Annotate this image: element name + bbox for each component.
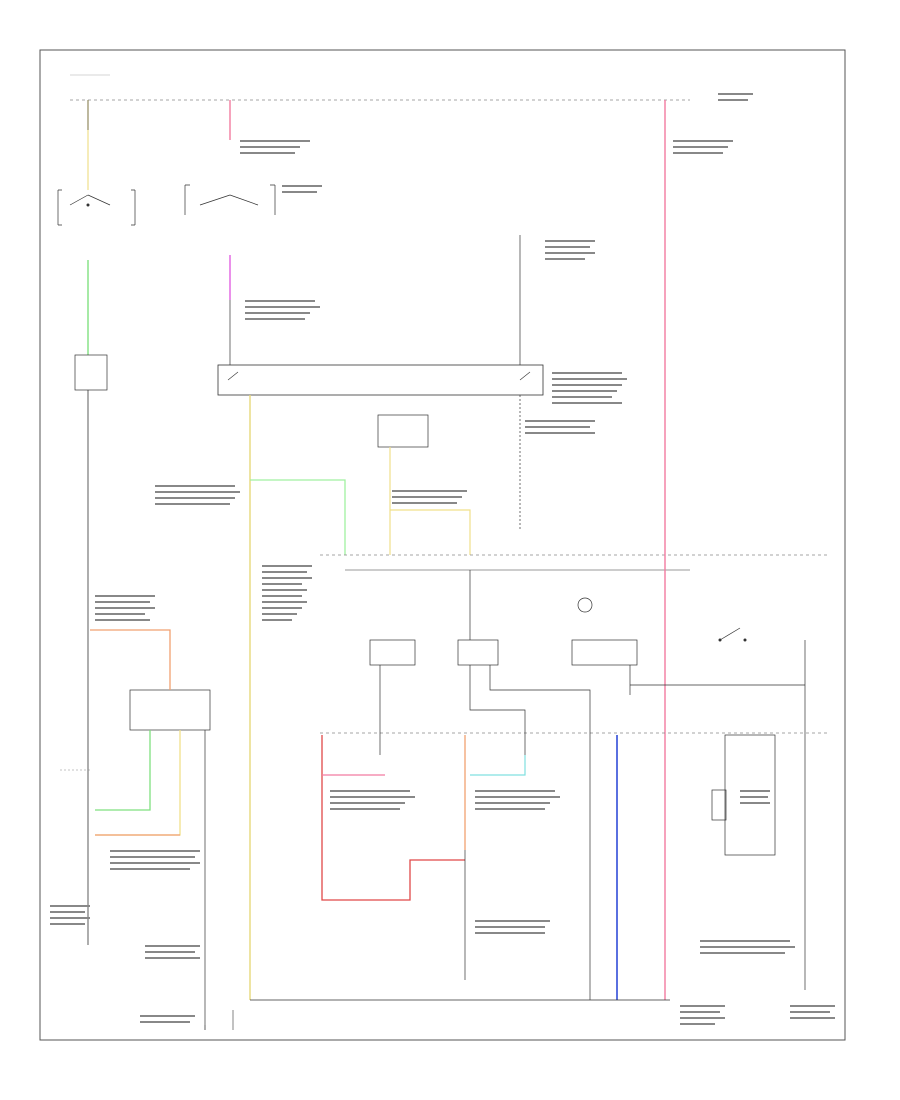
label-blocks [50, 93, 835, 1025]
mid-relay-box [377, 414, 429, 448]
second-switch [184, 184, 276, 215]
control-module-box [217, 364, 544, 396]
lamp-module-box [571, 639, 638, 666]
relay-box-a [369, 639, 416, 666]
ground-symbols [87, 940, 234, 1030]
left-relay-box [74, 354, 108, 391]
right-switch [718, 627, 747, 642]
diagram-border [39, 49, 846, 1041]
relay-box-b [457, 639, 499, 666]
red-wire-loop [321, 735, 465, 901]
green-branch [250, 479, 346, 555]
cyan-wire [470, 755, 526, 776]
yellow-wire-low [95, 730, 181, 836]
yellow-branch-right [390, 509, 471, 555]
left-module-block [129, 689, 211, 731]
left-switch [57, 189, 136, 226]
right-component-box [724, 734, 776, 856]
green-wire-low [95, 730, 151, 811]
orange-wire-top [90, 629, 171, 690]
lamp-icon [577, 597, 593, 613]
